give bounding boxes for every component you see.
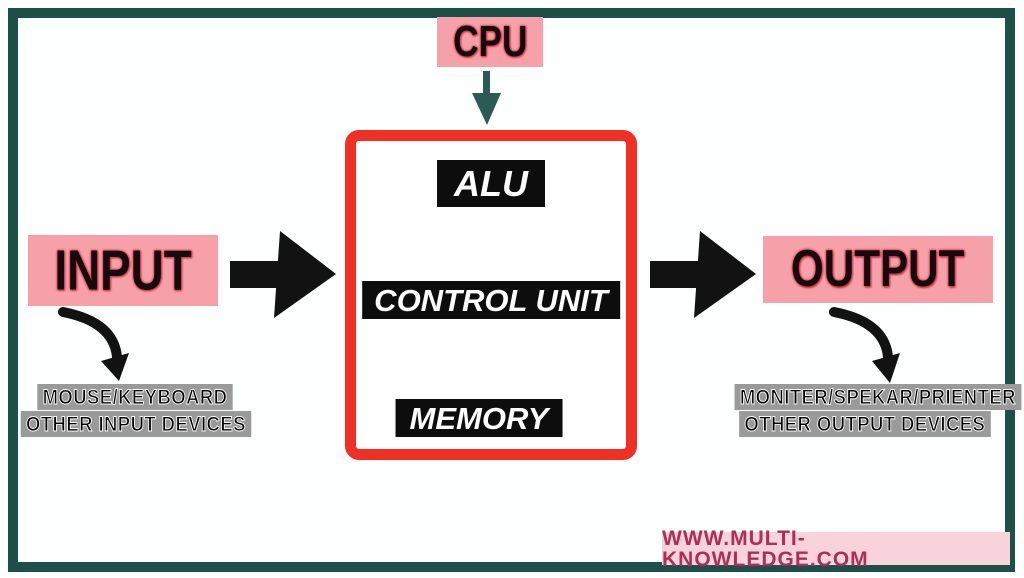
input-label-text: INPUT — [54, 239, 192, 302]
memory-chip: MEMORY — [395, 399, 563, 437]
input-curved-arrow-icon — [58, 307, 129, 381]
output-label-text: OUTPUT — [791, 240, 965, 298]
memory-label: MEMORY — [409, 400, 549, 436]
cpu-to-output-arrow-icon — [650, 231, 756, 318]
alu-chip: ALU — [437, 160, 545, 207]
output-devices-line1: MONITER/SPEKAR/PRIENTER — [734, 384, 1022, 410]
output-devices-caption: MONITER/SPEKAR/PRIENTER OTHER OUTPUT DEV… — [715, 384, 1022, 438]
output-curved-arrow-icon — [829, 307, 900, 383]
watermark-text: WWW.MULTI-KNOWLEDGE.COM — [662, 526, 869, 571]
control-unit-chip: CONTROL UNIT — [362, 281, 620, 319]
control-unit-label: CONTROL UNIT — [374, 282, 608, 318]
cpu-box: ALU CONTROL UNIT MEMORY — [345, 130, 637, 460]
input-to-cpu-arrow-icon — [230, 231, 336, 318]
cpu-label-text: CPU — [452, 18, 528, 66]
input-label: INPUT — [28, 235, 218, 306]
cpu-down-arrow-icon — [472, 71, 501, 125]
output-devices-line2: OTHER OUTPUT DEVICES — [739, 411, 991, 437]
watermark: WWW.MULTI-KNOWLEDGE.COM — [662, 528, 1010, 570]
alu-label: ALU — [454, 162, 528, 204]
output-label: OUTPUT — [763, 236, 993, 303]
input-devices-caption: MOUSE/KEYBOARD OTHER INPUT DEVICES — [5, 384, 265, 438]
cpu-label: CPU — [437, 17, 543, 67]
input-devices-line2: OTHER INPUT DEVICES — [20, 411, 252, 437]
input-devices-line1: MOUSE/KEYBOARD — [37, 384, 233, 410]
